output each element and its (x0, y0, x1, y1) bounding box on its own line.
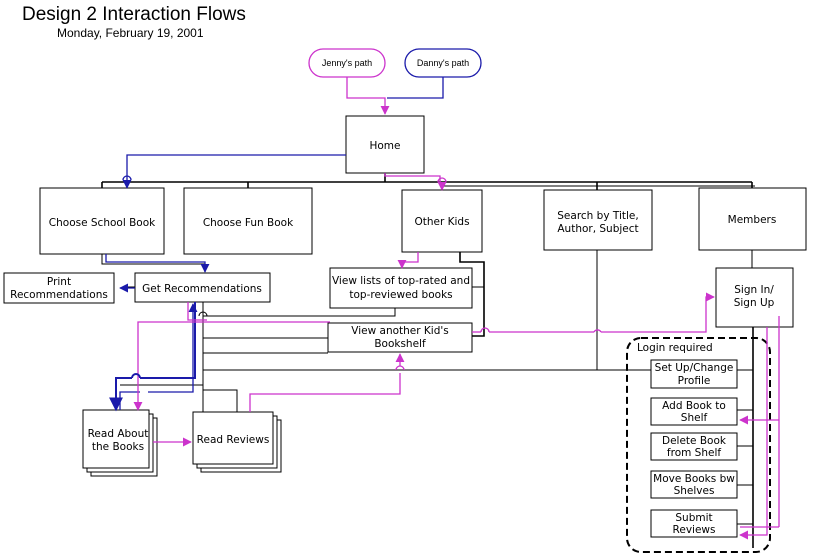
svg-text:Bookshelf: Bookshelf (374, 338, 426, 350)
svg-text:Sign Up: Sign Up (734, 297, 775, 309)
jenny-path-lines (133, 77, 780, 540)
svg-text:Home: Home (369, 140, 400, 152)
node-add-book[interactable]: Add Book to Shelf (650, 397, 738, 426)
svg-text:from Shelf: from Shelf (667, 447, 721, 459)
node-delete-book[interactable]: Delete Book from Shelf (650, 432, 738, 461)
node-move-books[interactable]: Move Books bw Shelves (650, 470, 738, 499)
svg-text:Add Book to: Add Book to (662, 400, 726, 412)
svg-text:Search by Title,: Search by Title, (557, 210, 638, 222)
node-get-recommendations[interactable]: Get Recommendations (134, 272, 271, 303)
svg-text:Sign In/: Sign In/ (734, 284, 774, 296)
svg-text:Recommendations: Recommendations (10, 289, 108, 301)
node-read-about-books[interactable]: Read About the Books (82, 409, 158, 477)
svg-text:Delete Book: Delete Book (662, 435, 727, 447)
svg-text:Choose Fun Book: Choose Fun Book (203, 217, 294, 229)
svg-text:Set Up/Change: Set Up/Change (655, 362, 734, 374)
svg-text:Get Recommendations: Get Recommendations (142, 283, 262, 295)
node-other-kids[interactable]: Other Kids (401, 189, 483, 253)
svg-text:Print: Print (47, 276, 71, 288)
svg-text:View lists of top-rated and: View lists of top-rated and (332, 275, 470, 287)
svg-text:Submit: Submit (675, 512, 712, 524)
node-home[interactable]: Home (345, 115, 425, 174)
svg-text:Members: Members (728, 214, 777, 226)
node-sign-in[interactable]: Sign In/ Sign Up (715, 267, 794, 328)
svg-text:Shelves: Shelves (674, 485, 715, 497)
login-required-group: Login required (626, 337, 771, 553)
svg-text:Danny's path: Danny's path (417, 58, 469, 68)
svg-text:the Books: the Books (92, 441, 144, 453)
svg-text:top-reviewed books: top-reviewed books (349, 289, 452, 301)
login-required-label: Login required (637, 342, 713, 354)
node-read-reviews[interactable]: Read Reviews (192, 411, 282, 473)
node-view-bookshelf[interactable]: View another Kid's Bookshelf (327, 322, 473, 353)
diagram-title: Design 2 Interaction Flows (22, 4, 246, 25)
danny-path-lines (105, 77, 444, 412)
svg-text:Move Books bw: Move Books bw (653, 473, 735, 485)
svg-text:Shelf: Shelf (681, 412, 708, 424)
legend-danny-path: Danny's path (404, 48, 482, 78)
svg-text:Other Kids: Other Kids (414, 216, 469, 228)
node-search[interactable]: Search by Title, Author, Subject (543, 189, 653, 251)
node-setup-profile[interactable]: Set Up/Change Profile (650, 359, 738, 389)
svg-text:View another Kid's: View another Kid's (351, 325, 448, 337)
node-choose-school-book[interactable]: Choose School Book (39, 187, 165, 255)
structure-lines (101, 173, 755, 548)
svg-text:Read Reviews: Read Reviews (197, 434, 270, 446)
svg-text:Profile: Profile (678, 375, 711, 387)
node-choose-fun-book[interactable]: Choose Fun Book (183, 187, 313, 255)
diagram-date: Monday, February 19, 2001 (57, 26, 204, 40)
node-view-lists[interactable]: View lists of top-rated and top-reviewed… (329, 267, 473, 309)
node-submit-reviews[interactable]: Submit Reviews (650, 509, 738, 538)
svg-text:Reviews: Reviews (673, 524, 716, 536)
svg-text:Jenny's path: Jenny's path (322, 58, 372, 68)
node-members[interactable]: Members (698, 187, 807, 251)
node-print-recommendations[interactable]: Print Recommendations (3, 272, 115, 304)
legend-jenny-path: Jenny's path (308, 48, 386, 78)
svg-text:Read About: Read About (88, 428, 149, 440)
svg-text:Choose School Book: Choose School Book (49, 217, 156, 229)
svg-text:Author, Subject: Author, Subject (557, 223, 638, 235)
crossing-hops (122, 175, 602, 379)
